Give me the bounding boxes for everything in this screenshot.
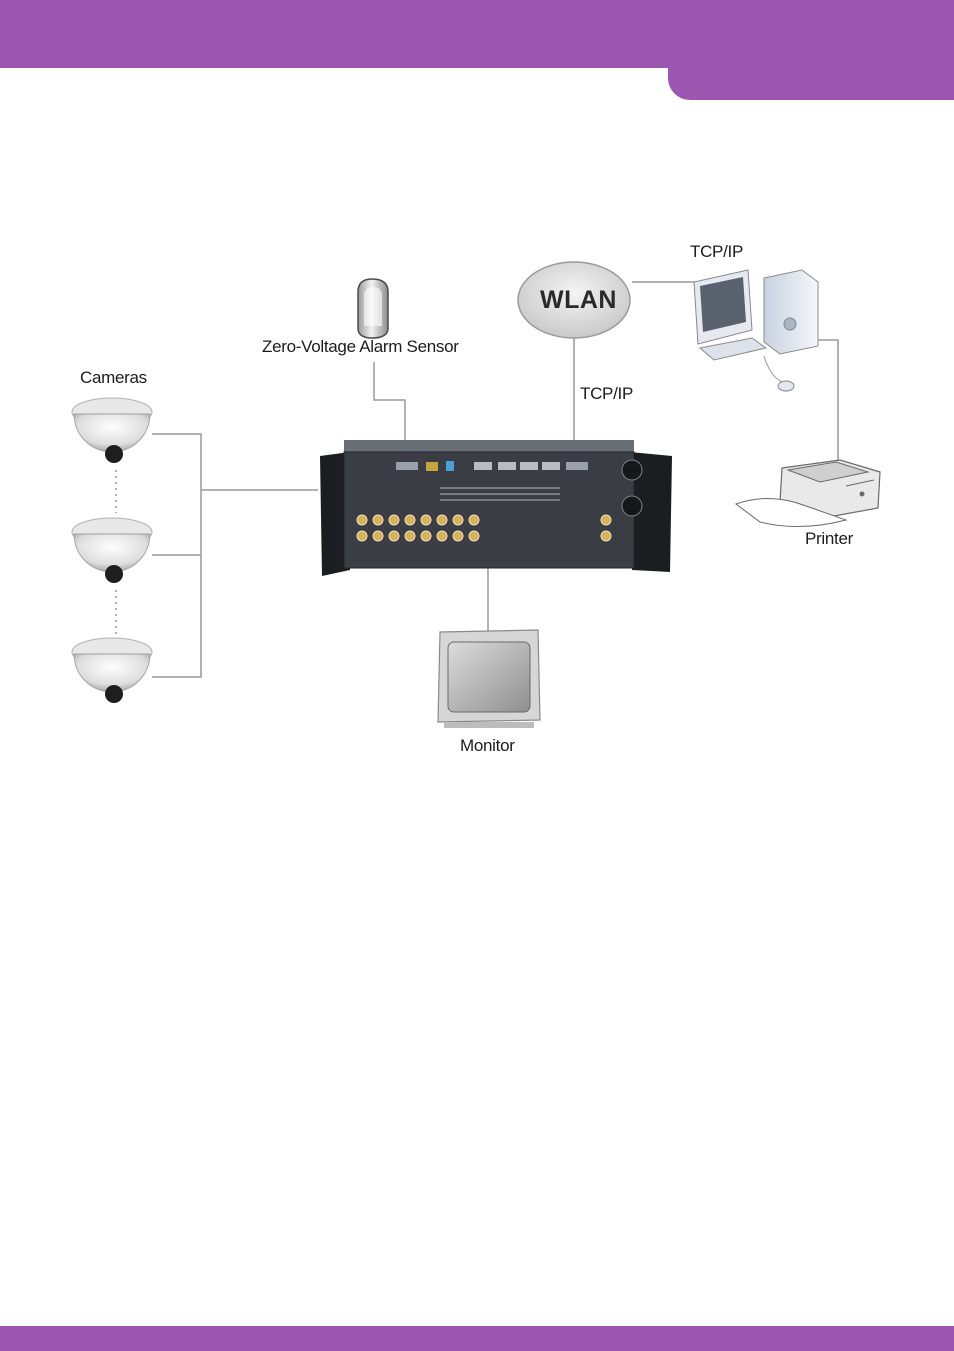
alarm-sensor-label: Zero-Voltage Alarm Sensor [262,337,459,357]
desktop-computer-icon [694,270,818,391]
dome-camera-icon [72,638,152,703]
monitor-label: Monitor [460,736,515,756]
printer-label: Printer [805,529,853,549]
wlan-label: WLAN [540,286,617,315]
camera-bus-line [152,434,318,677]
cameras-label: Cameras [80,368,147,388]
sensor-line [374,362,405,440]
tcpip-label-wlan: TCP/IP [580,384,633,404]
tcpip-label-computer: TCP/IP [690,242,743,262]
alarm-sensor-icon [358,279,388,338]
dome-camera-icon [72,518,152,583]
computer-printer-line [818,340,838,460]
dvr-unit-icon [320,440,672,576]
dome-camera-icon [72,398,152,463]
crt-monitor-icon [438,630,540,728]
printer-icon [736,460,880,527]
